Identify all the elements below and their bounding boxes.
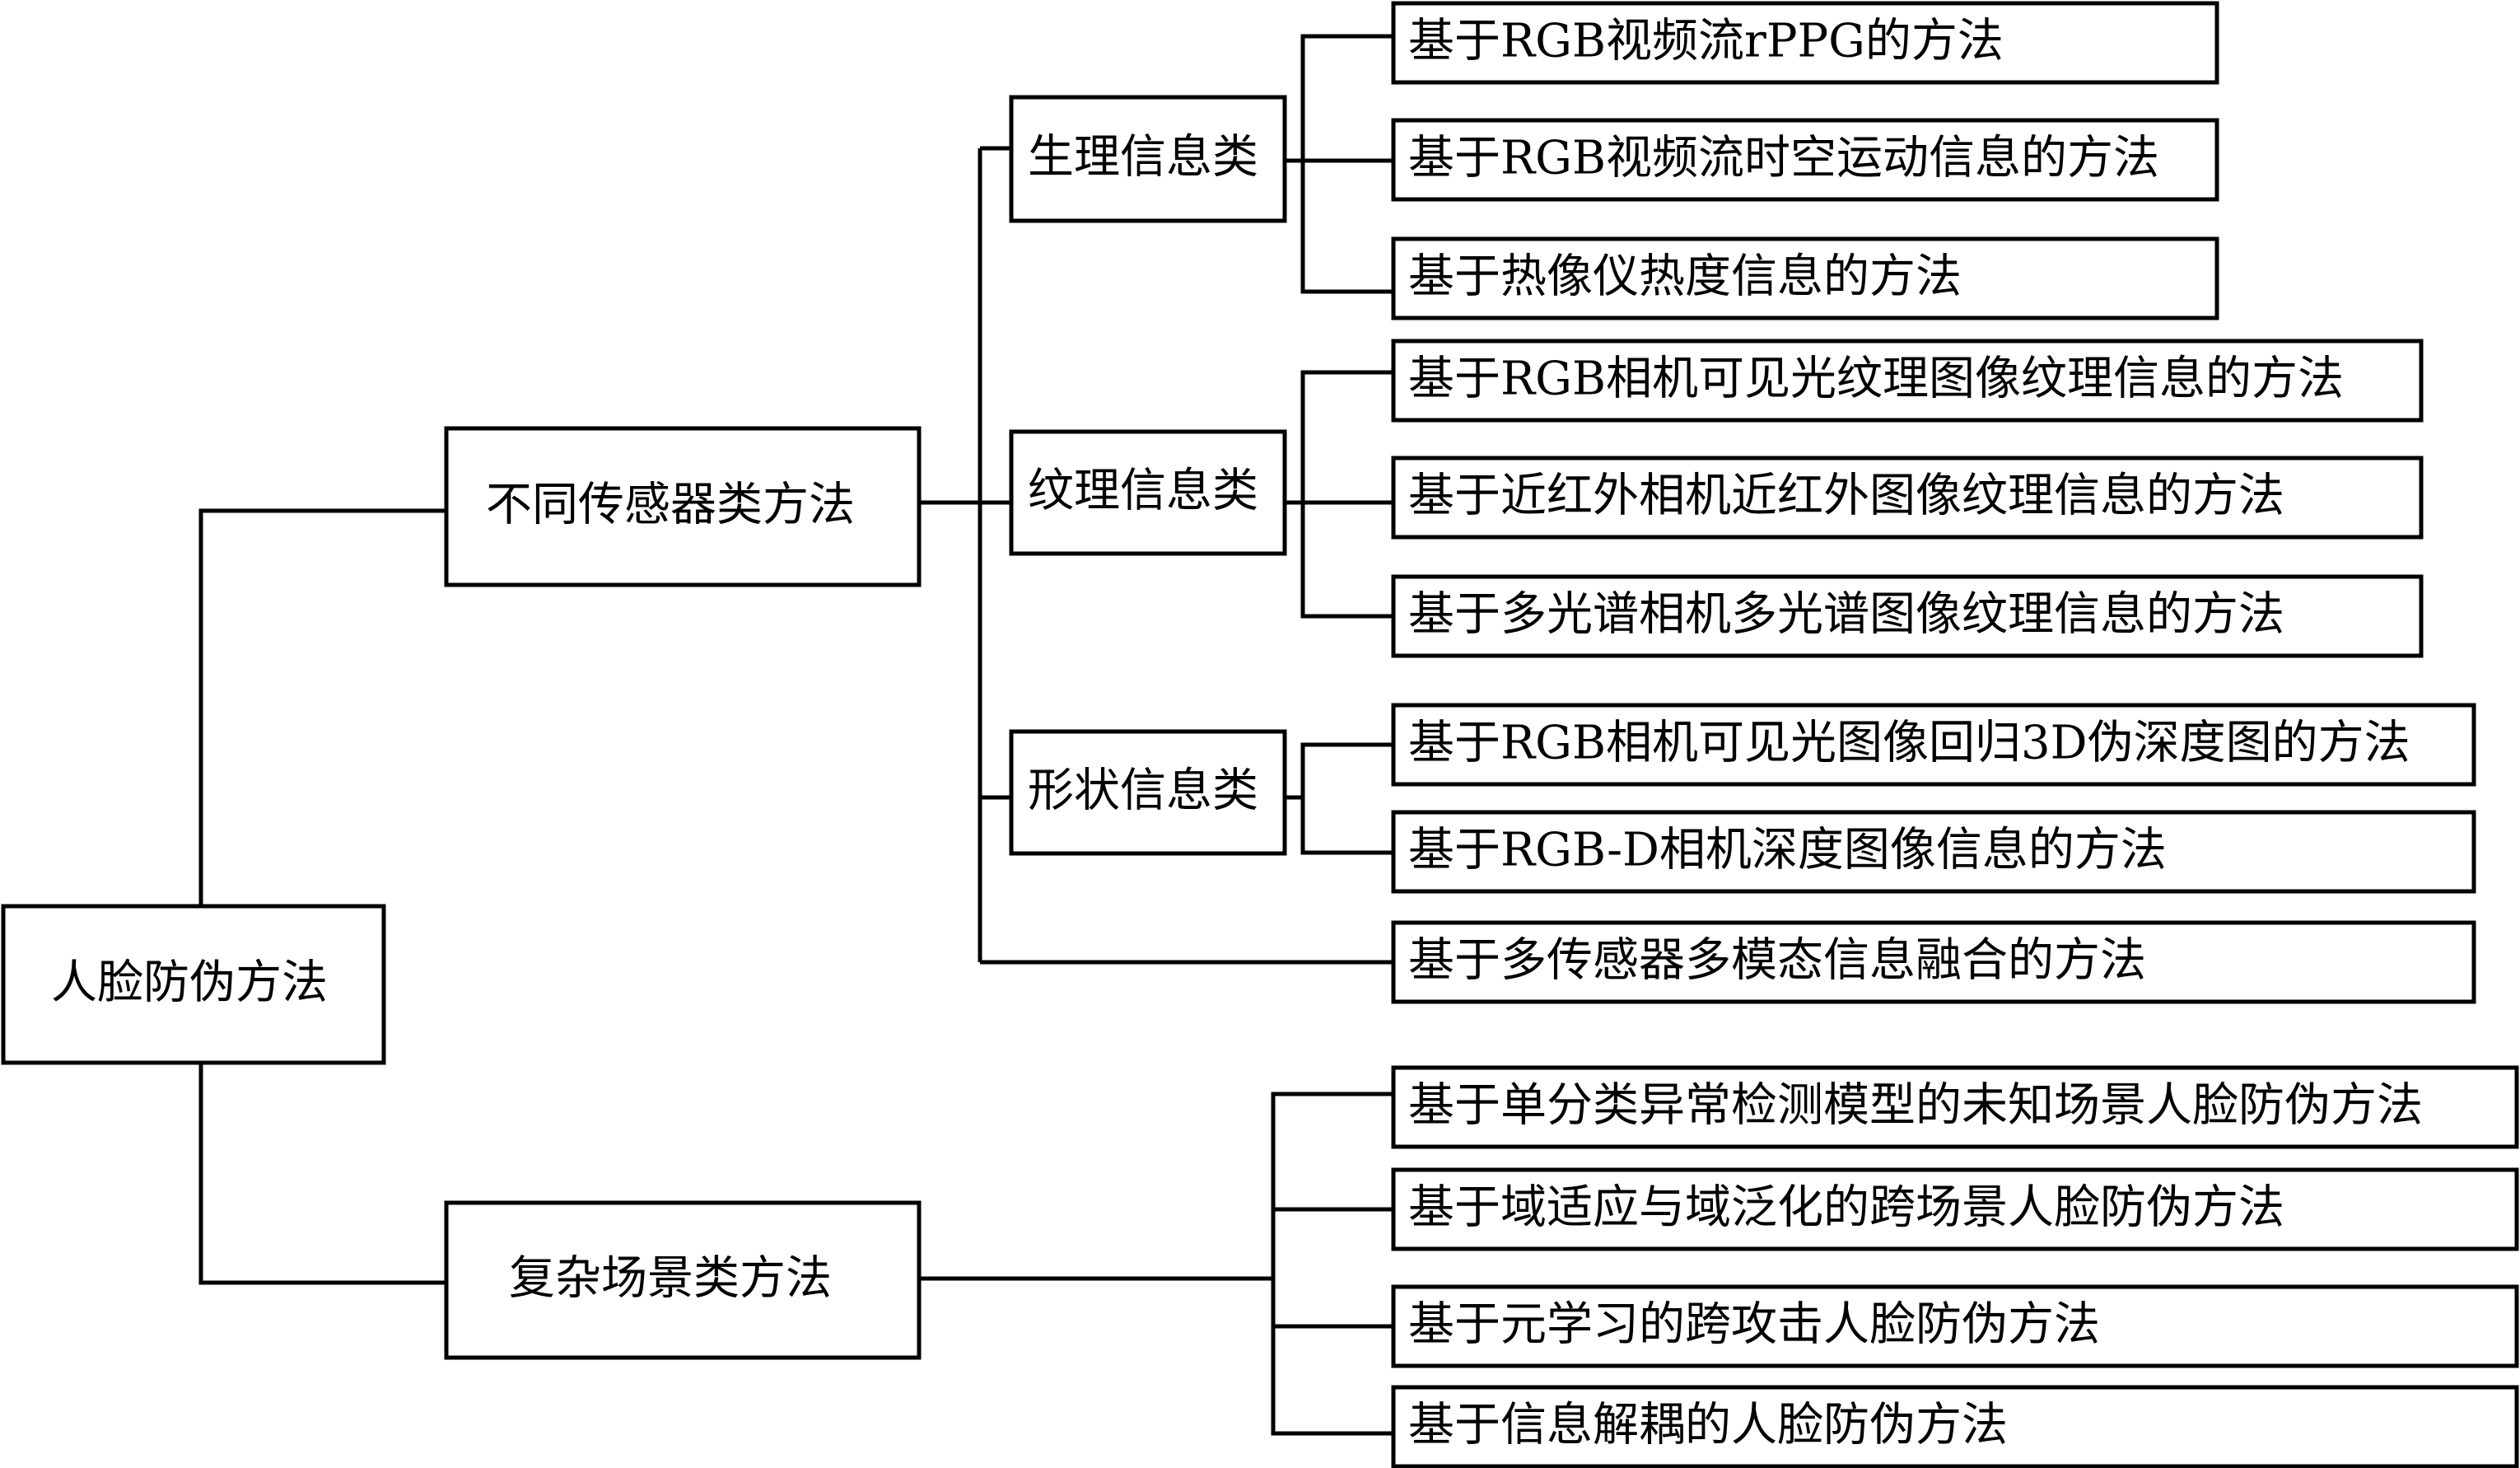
method-node-box — [1391, 1, 2219, 85]
connector-physio-vertical — [1300, 34, 1393, 294]
root-node-box — [1, 904, 386, 1065]
root-node: 人脸防伪方法 — [1, 904, 386, 1065]
method-node-label: 基于RGB视频流时空运动信息的方法 — [1408, 132, 2159, 185]
method-node: 基于元学习的跨攻击人脸防伪方法 — [1391, 1284, 2519, 1368]
method-node: 基于热像仪热度信息的方法 — [1391, 236, 2219, 320]
method-node: 基于RGB相机可见光纹理图像纹理信息的方法 — [1391, 339, 2424, 423]
method-node-box — [1391, 1284, 2519, 1368]
method-node: 基于信息解耦的人脸防伪方法 — [1391, 1385, 2519, 1468]
method-node-label: 基于近红外相机近红外图像纹理信息的方法 — [1408, 470, 2284, 523]
connector-texture-vertical — [1300, 370, 1393, 619]
method-node-label: 基于热像仪热度信息的方法 — [1408, 250, 1962, 304]
method-node: 基于多光谱相机多光谱图像纹理信息的方法 — [1391, 574, 2424, 658]
connector-root-sensor — [198, 508, 446, 906]
category-node-texture-box — [1009, 429, 1287, 556]
method-node-label: 基于RGB-D相机深度图像信息的方法 — [1408, 824, 2167, 877]
method-node-box — [1391, 703, 2476, 787]
level1-node-complex-label: 复杂场景类方法 — [509, 1252, 832, 1306]
method-node: 基于RGB相机可见光图像回归3D伪深度图的方法 — [1391, 703, 2476, 787]
category-node-shape-box — [1009, 729, 1287, 856]
method-node-label: 基于元学习的跨攻击人脸防伪方法 — [1408, 1298, 2100, 1352]
method-node-label: 基于RGB相机可见光图像回归3D伪深度图的方法 — [1408, 717, 2410, 770]
level1-node-complex-box — [444, 1200, 922, 1360]
method-node-label: 基于RGB相机可见光纹理图像纹理信息的方法 — [1408, 353, 2344, 406]
category-node-texture: 纹理信息类 — [1009, 429, 1287, 556]
method-node: 基于RGB-D相机深度图像信息的方法 — [1391, 810, 2476, 894]
method-node: 基于单分类异常检测模型的未知场景人脸防伪方法 — [1391, 1065, 2519, 1149]
method-node-box — [1391, 339, 2424, 423]
method-node-box — [1391, 236, 2219, 320]
connector-complex-vertical — [1271, 1092, 1393, 1436]
method-node-box — [1391, 456, 2424, 540]
level1-node-sensor-box — [444, 426, 922, 587]
method-node: 基于RGB视频流rPPG的方法 — [1391, 1, 2219, 85]
category-node-physiological-label: 生理信息类 — [1028, 131, 1258, 185]
connector-root-complex — [198, 1063, 446, 1285]
category-node-shape: 形状信息类 — [1009, 729, 1287, 856]
method-node: 基于RGB视频流时空运动信息的方法 — [1391, 118, 2219, 202]
connector-shape-vertical — [1300, 742, 1393, 855]
category-node-physiological: 生理信息类 — [1009, 95, 1287, 223]
method-node-box — [1391, 1065, 2519, 1149]
level1-node-sensor: 不同传感器类方法 — [444, 426, 922, 587]
root-node-label: 人脸防伪方法 — [51, 956, 328, 1010]
method-node-box — [1391, 810, 2476, 894]
method-node-box — [1391, 1167, 2519, 1251]
method-node: 基于域适应与域泛化的跨场景人脸防伪方法 — [1391, 1167, 2519, 1251]
connectors — [198, 34, 1393, 1436]
category-node-shape-label: 形状信息类 — [1028, 764, 1258, 818]
method-node-box — [1391, 118, 2219, 202]
method-node-fusion: 基于多传感器多模态信息融合的方法 — [1391, 920, 2476, 1004]
method-node-label: 基于域适应与域泛化的跨场景人脸防伪方法 — [1408, 1181, 2284, 1235]
category-node-texture-label: 纹理信息类 — [1028, 465, 1258, 518]
method-node-box — [1391, 574, 2424, 658]
method-node-box — [1391, 1385, 2519, 1468]
method-node-fusion-label: 基于多传感器多模态信息融合的方法 — [1408, 934, 2146, 988]
method-node-label: 基于信息解耦的人脸防伪方法 — [1408, 1399, 2008, 1452]
level1-node-complex: 复杂场景类方法 — [444, 1200, 922, 1360]
category-node-physiological-box — [1009, 95, 1287, 223]
method-node: 基于近红外相机近红外图像纹理信息的方法 — [1391, 456, 2424, 540]
method-node-label: 基于单分类异常检测模型的未知场景人脸防伪方法 — [1408, 1079, 2423, 1133]
method-node-label: 基于RGB视频流rPPG的方法 — [1408, 15, 2004, 68]
method-node-fusion-box — [1391, 920, 2476, 1004]
level1-node-sensor-label: 不同传感器类方法 — [486, 479, 855, 532]
method-node-label: 基于多光谱相机多光谱图像纹理信息的方法 — [1408, 588, 2284, 642]
